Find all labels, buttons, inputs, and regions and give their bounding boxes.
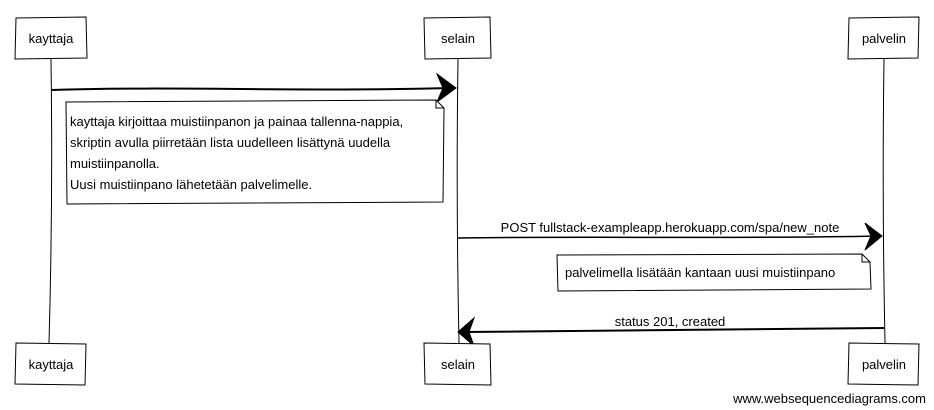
note-line: palvelimella lisätään kantaan uusi muist… bbox=[565, 265, 835, 280]
message-label: status 201, created bbox=[615, 314, 726, 329]
participant-label: palvelin bbox=[862, 357, 906, 372]
participant-box-kayttaja-top: kayttaja bbox=[14, 16, 88, 60]
note-line: kayttaja kirjoittaa muistiinpanon ja pai… bbox=[70, 114, 403, 129]
note-line: skriptin avulla piirretään lista uudelle… bbox=[70, 135, 391, 150]
participant-label: palvelin bbox=[862, 31, 906, 46]
participant-label: selain bbox=[441, 31, 475, 46]
participant-box-selain-top: selain bbox=[423, 16, 492, 60]
participant-label: selain bbox=[441, 357, 475, 372]
participant-box-selain-bottom: selain bbox=[423, 342, 492, 386]
participant-box-palvelin-top: palvelin bbox=[847, 16, 920, 60]
participant-label: kayttaja bbox=[29, 357, 75, 372]
message-arrow-2: POST fullstack-exampleapp.herokuapp.com/… bbox=[457, 220, 883, 251]
message-arrow-3: status 201, created bbox=[457, 314, 885, 348]
note-line: Uusi muistiinpano lähetetään palvelimell… bbox=[70, 177, 312, 192]
lifeline-selain bbox=[456, 58, 460, 344]
participant-box-palvelin-bottom: palvelin bbox=[847, 342, 920, 386]
participant-box-kayttaja-bottom: kayttaja bbox=[14, 342, 87, 386]
message-label: POST fullstack-exampleapp.herokuapp.com/… bbox=[501, 220, 840, 235]
note-2: palvelimella lisätään kantaan uusi muist… bbox=[556, 253, 872, 292]
participant-label: kayttaja bbox=[29, 31, 75, 46]
watermark-text: www.websequencediagrams.com bbox=[733, 391, 926, 406]
lifeline-kayttaja bbox=[48, 58, 53, 344]
note-1: kayttaja kirjoittaa muistiinpanon ja pai… bbox=[65, 99, 445, 205]
lifeline-palvelin bbox=[882, 58, 886, 344]
message-arrow-1 bbox=[50, 72, 457, 104]
note-line: muistiinpanolla. bbox=[70, 156, 160, 171]
